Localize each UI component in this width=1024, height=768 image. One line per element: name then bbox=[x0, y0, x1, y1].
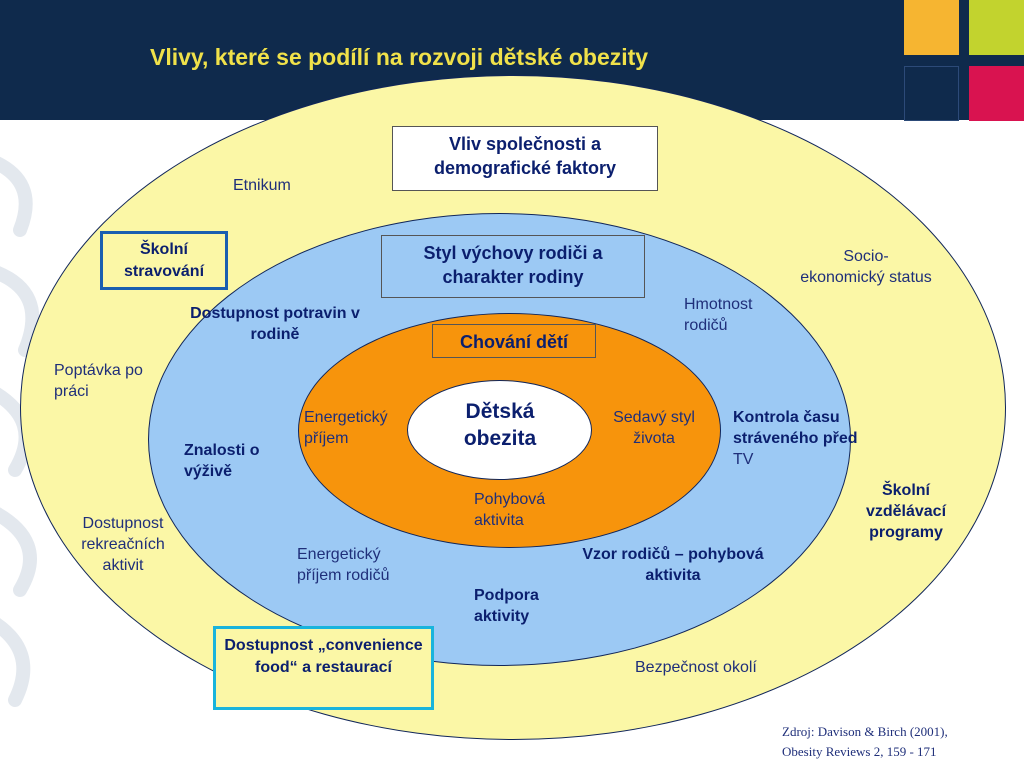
label-kontrola-casu-tv: TV bbox=[733, 450, 754, 468]
label-dostupnost-potravin: Dostupnost potravin v rodině bbox=[190, 305, 360, 343]
label-sedavy-styl: Sedavý styl života bbox=[613, 409, 695, 447]
box-vliv-spolecnosti: Vliv společnosti a demografické faktory bbox=[392, 126, 658, 191]
box-dostupnost-convenience-food: Dostupnost „convenience food“ a restaura… bbox=[213, 626, 434, 710]
accent-square-orange bbox=[904, 0, 959, 55]
label-poptavka-po-praci: Poptávka po práci bbox=[54, 362, 143, 400]
label-skolni-vzdelavaci-programy: Školní vzdělávací programy bbox=[865, 482, 947, 541]
label-etnikum: Etnikum bbox=[233, 177, 291, 194]
label-kontrola-casu: Kontrola času stráveného před TV bbox=[733, 408, 873, 470]
box-chovani-deti: Chování dětí bbox=[432, 324, 596, 358]
label-vzor-rodicu: Vzor rodičů – pohybová aktivita bbox=[582, 546, 764, 584]
accent-square-navy-1 bbox=[904, 66, 959, 121]
label-pohybova-aktivita: Pohybová aktivita bbox=[474, 491, 546, 529]
label-energeticky-prijem-rodicu: Energetický příjem rodičů bbox=[297, 546, 390, 584]
label-podpora-aktivity: Podpora aktivity bbox=[474, 587, 539, 625]
slide-title: Vlivy, které se podílí na rozvoji dětské… bbox=[150, 44, 649, 70]
label-znalosti-o-vyzive: Znalosti o výživě bbox=[184, 442, 260, 480]
core-ellipse bbox=[407, 380, 592, 480]
label-dostupnost-rekreacnich-aktivit: Dostupnost rekreačních aktivit bbox=[81, 515, 165, 574]
core-label: Dětská obezita bbox=[463, 400, 537, 451]
label-energeticky-prijem: Energetický příjem bbox=[304, 409, 388, 447]
label-bezpecnost-okoli: Bezpečnost okolí bbox=[635, 659, 757, 676]
accent-square-green bbox=[969, 0, 1024, 55]
source-line-2: Obesity Reviews 2, 159 - 171 bbox=[782, 743, 937, 759]
source-citation: Zdroj: Davison & Birch (2001), Obesity R… bbox=[782, 722, 948, 761]
source-line-1: Zdroj: Davison & Birch (2001), bbox=[782, 724, 948, 739]
label-socio-ekonomicky-status: Socio- ekonomický status bbox=[800, 248, 932, 286]
label-hmotnost-rodicu: Hmotnost rodičů bbox=[684, 296, 753, 334]
box-skolni-stravovani: Školní stravování bbox=[100, 231, 228, 290]
label-kontrola-casu-bold: Kontrola času stráveného před bbox=[733, 409, 858, 447]
accent-square-red bbox=[969, 66, 1024, 121]
box-styl-vychovy: Styl výchovy rodiči a charakter rodiny bbox=[381, 235, 645, 298]
